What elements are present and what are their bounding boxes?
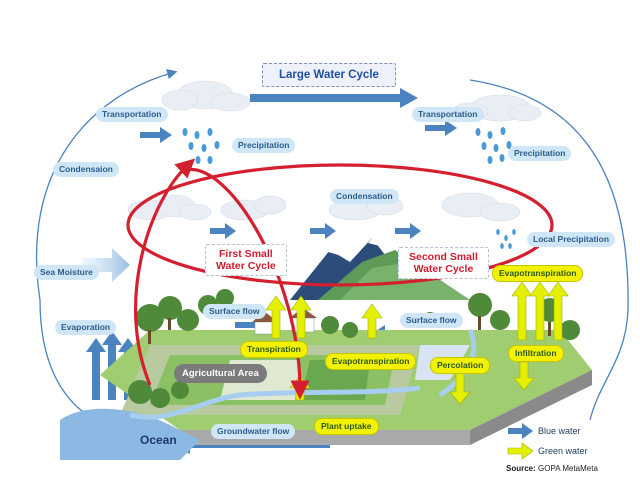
local-precipitation-label: Local Precipitation (527, 232, 616, 247)
infiltration-label: Infiltration (508, 345, 564, 362)
condensation-label-center: Condensation (330, 189, 399, 204)
sea-moisture-arrow (82, 248, 130, 282)
evapotranspiration-label-right: Evapotranspiration (492, 265, 584, 282)
second-small-cycle-line1: Second Small (409, 251, 478, 263)
agricultural-area-label: Agricultural Area (174, 364, 267, 383)
legend-green-arrow (507, 442, 534, 460)
source-value: GOPA MetaMeta (538, 464, 598, 473)
ocean-label: Ocean (140, 433, 177, 447)
raindrop-icons (182, 127, 516, 249)
precipitation-label-right: Precipitation (508, 146, 572, 161)
legend-green-water: Green water (538, 446, 588, 456)
source-note: Source: GOPA MetaMeta (506, 464, 598, 473)
evaporation-label: Evaporation (55, 320, 117, 335)
legend-blue-arrow (508, 423, 533, 439)
first-small-cycle-line2: Water Cycle (216, 260, 276, 272)
large-water-cycle-title: Large Water Cycle (262, 63, 396, 87)
surface-flow-label-left: Surface flow (203, 304, 266, 319)
precipitation-label-center: Precipitation (232, 138, 296, 153)
transport-arrow-left (140, 127, 172, 143)
cond-arrow-1 (210, 223, 236, 239)
second-small-cycle (126, 163, 554, 287)
surface-flow-label-right: Surface flow (400, 313, 463, 328)
transportation-label-right: Transportation (412, 107, 484, 122)
first-small-cycle-label: First Small Water Cycle (205, 244, 287, 276)
transpiration-label: Transpiration (240, 341, 308, 358)
legend-blue-water: Blue water (538, 426, 581, 436)
first-small-cycle-up (134, 158, 196, 386)
large-cycle-outline-bottom (39, 299, 96, 421)
second-small-cycle-label: Second Small Water Cycle (398, 247, 489, 279)
sea-moisture-label: Sea Moisture (34, 265, 99, 280)
first-small-cycle-line1: First Small (219, 248, 273, 260)
large-cycle-outline-right (469, 79, 629, 421)
large-cycle-arrow (250, 88, 418, 108)
evapotranspiration-label-center: Evapotranspiration (325, 353, 417, 370)
percolation-label: Percolation (430, 357, 491, 374)
source-label: Source: (506, 464, 536, 473)
transport-arrow-right (425, 120, 457, 136)
large-cycle-outline (35, 69, 178, 301)
plant-uptake-label: Plant uptake (314, 418, 379, 435)
tree-trunks (148, 316, 551, 344)
groundwater-flow-label: Groundwater flow (211, 424, 296, 439)
cond-arrow-2 (310, 223, 336, 239)
second-small-cycle-line2: Water Cycle (413, 263, 474, 275)
transportation-label-left: Transportation (96, 107, 168, 122)
cond-arrow-3 (395, 223, 421, 239)
condensation-label-left: Condensaion (53, 162, 119, 177)
